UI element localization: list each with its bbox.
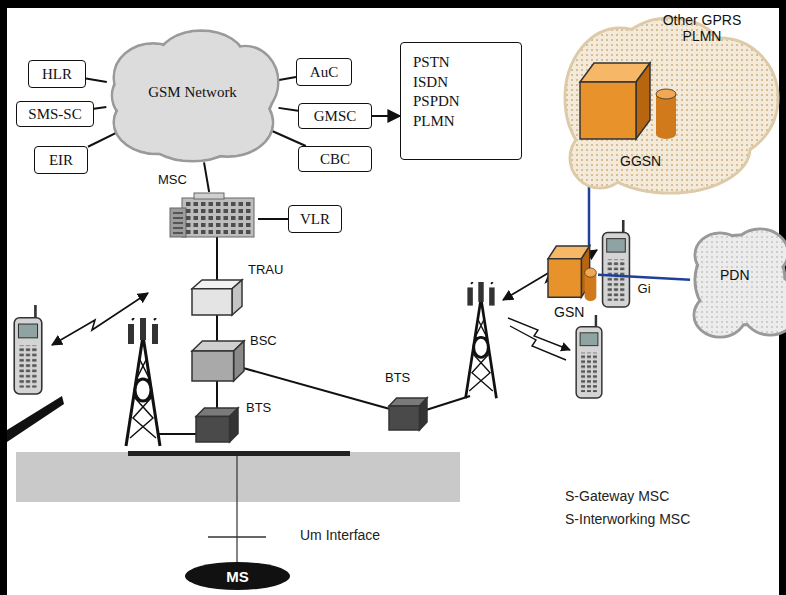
bts-unit: BTS [196, 400, 286, 444]
gprs-plmn-region: Other GPRS PLMN GGSN [560, 8, 782, 198]
connector-line [88, 132, 119, 147]
node-label: BTS [385, 370, 425, 385]
node-label: MSC [158, 172, 208, 187]
node-label: GGSN [620, 153, 680, 169]
node-label: HLR [42, 66, 72, 83]
node-label: VLR [300, 211, 330, 228]
node-shape [192, 341, 244, 381]
connector-line [86, 79, 107, 82]
node-label: CBC [320, 151, 350, 168]
connector-line [258, 218, 288, 220]
ggsn-node: GGSN [580, 53, 690, 183]
eir-box: EIR [34, 146, 88, 174]
connector-line [372, 115, 400, 117]
connector-line [598, 275, 690, 280]
bts-unit: BTS [385, 370, 445, 432]
node-shape [168, 192, 258, 237]
node-label: GMSC [314, 108, 357, 125]
sms-sc-box: SMS-SC [16, 101, 94, 127]
annotation-label: S-Gateway MSC [565, 488, 669, 504]
node-label: GSN [554, 304, 604, 320]
node-label: PDN [720, 267, 770, 283]
connector-line [279, 108, 298, 111]
trau-unit: TRAU [192, 262, 292, 317]
msc-building: MSC [158, 172, 268, 240]
gsm-network-cloud: GSM Network [105, 28, 280, 163]
mobile-station: MS [185, 562, 290, 590]
connector-line [204, 162, 209, 192]
annotation-label: Um Interface [300, 527, 380, 543]
annotation-label: S-Interworking MSC [565, 511, 690, 527]
node-label: AuC [310, 64, 338, 81]
cbc-box: CBC [298, 146, 372, 172]
edge-label: Gi [636, 281, 653, 296]
node-shape [196, 408, 238, 442]
node-shape [389, 398, 427, 430]
connector-line [216, 381, 218, 408]
node-label: Other GPRS PLMN [652, 12, 752, 44]
connector-line [94, 107, 106, 109]
external-networks-box: PSTN ISDN PSPDN PLMN [400, 42, 522, 160]
connector-line [278, 77, 296, 80]
node-label: BTS [246, 400, 286, 415]
node-label: GSM Network [105, 84, 280, 101]
node-label: SMS-SC [28, 106, 81, 123]
node-label: PSTN ISDN PSPDN PLMN [413, 53, 477, 131]
node-label: MS [226, 568, 249, 585]
connector-line [216, 315, 218, 341]
node-shape [580, 53, 680, 148]
connector-line [216, 237, 218, 280]
node-label: BSC [250, 333, 290, 348]
vlr-box: VLR [288, 205, 342, 233]
node-label: TRAU [248, 262, 292, 277]
node-label: EIR [49, 152, 73, 169]
node-shape [548, 246, 598, 301]
pdn-cloud: PDN [690, 225, 786, 340]
auc-box: AuC [296, 58, 352, 86]
sgsn-node: GSN [548, 238, 618, 328]
hlr-box: HLR [28, 60, 86, 88]
bsc-unit: BSC [192, 333, 292, 383]
connector-line [268, 129, 306, 146]
node-shape [192, 280, 242, 315]
gmsc-box: GMSC [298, 103, 372, 129]
